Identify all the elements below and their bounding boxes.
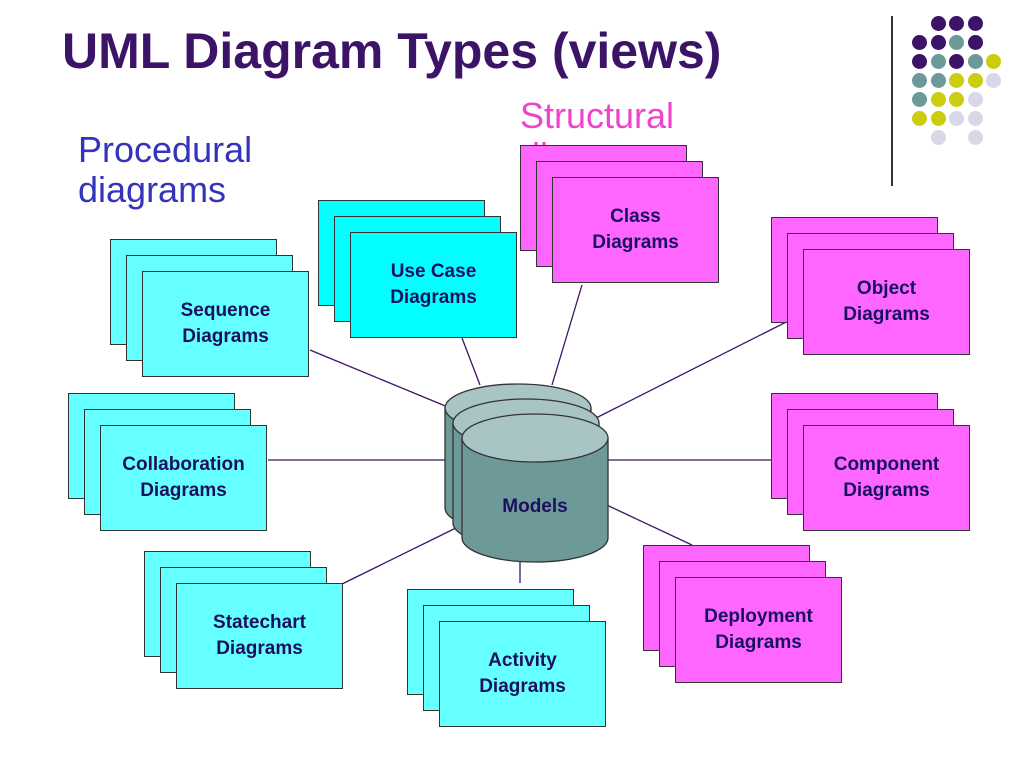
decorative-dot bbox=[967, 92, 983, 107]
diagram-box: Use Case Diagrams bbox=[350, 232, 517, 338]
diagram-box: Statechart Diagrams bbox=[176, 583, 343, 689]
decorative-dot bbox=[930, 73, 946, 88]
diagram-label: Deployment Diagrams bbox=[704, 606, 813, 653]
decorative-dot bbox=[967, 54, 983, 69]
decorative-dot bbox=[912, 54, 927, 69]
connector-line bbox=[551, 284, 583, 386]
connector-line bbox=[595, 499, 693, 546]
diagram-box: Deployment Diagrams bbox=[675, 577, 842, 683]
decorative-dot bbox=[930, 130, 946, 145]
connector-line bbox=[309, 349, 456, 411]
decorative-dot bbox=[967, 73, 983, 88]
diagram-box: Component Diagrams bbox=[803, 425, 970, 531]
models-label: Models bbox=[502, 496, 567, 517]
divider-line bbox=[891, 16, 893, 186]
decorative-dot bbox=[986, 73, 1001, 88]
decorative-dot bbox=[912, 35, 927, 50]
decorative-dot bbox=[930, 16, 946, 31]
decorative-dot bbox=[930, 54, 946, 69]
models-database-icon: Models bbox=[444, 383, 609, 563]
decorative-dot bbox=[967, 111, 983, 126]
decorative-dot bbox=[930, 35, 946, 50]
diagram-label: Class Diagrams bbox=[592, 206, 679, 253]
diagram-label: Component Diagrams bbox=[833, 454, 940, 501]
cylinder bbox=[461, 413, 609, 563]
decorative-dot bbox=[967, 35, 983, 50]
procedural-heading: Procedural diagrams bbox=[78, 130, 252, 210]
connector-line bbox=[595, 311, 807, 419]
diagram-box: Class Diagrams bbox=[552, 177, 719, 283]
decorative-dot bbox=[949, 92, 964, 107]
procedural-heading-text: Procedural diagrams bbox=[78, 129, 253, 210]
decorative-dot bbox=[912, 111, 927, 126]
diagram-label: Statechart Diagrams bbox=[213, 612, 306, 659]
decorative-dot bbox=[967, 130, 983, 145]
diagram-box: Sequence Diagrams bbox=[142, 271, 309, 377]
diagram-label: Collaboration Diagrams bbox=[122, 454, 245, 501]
decorative-dot bbox=[949, 35, 964, 50]
decorative-dot bbox=[930, 111, 946, 126]
diagram-box: Collaboration Diagrams bbox=[100, 425, 267, 531]
diagram-label: Sequence Diagrams bbox=[180, 300, 271, 347]
decorative-dot bbox=[949, 54, 964, 69]
decorative-dot bbox=[912, 92, 927, 107]
slide-title: UML Diagram Types (views) bbox=[62, 23, 722, 79]
decorative-dot bbox=[930, 92, 946, 107]
decorative-dot bbox=[949, 73, 964, 88]
decorative-dot bbox=[986, 54, 1001, 69]
decorative-dot bbox=[967, 16, 983, 31]
diagram-label: Activity Diagrams bbox=[479, 650, 566, 697]
connector-line bbox=[339, 524, 463, 586]
decorative-dot bbox=[949, 16, 964, 31]
diagram-box: Activity Diagrams bbox=[439, 621, 606, 727]
diagram-box: Object Diagrams bbox=[803, 249, 970, 355]
diagram-label: Object Diagrams bbox=[843, 278, 930, 325]
diagram-label: Use Case Diagrams bbox=[390, 261, 477, 308]
decorative-dot bbox=[912, 73, 927, 88]
connector-line bbox=[461, 337, 481, 386]
decorative-dot bbox=[949, 111, 964, 126]
